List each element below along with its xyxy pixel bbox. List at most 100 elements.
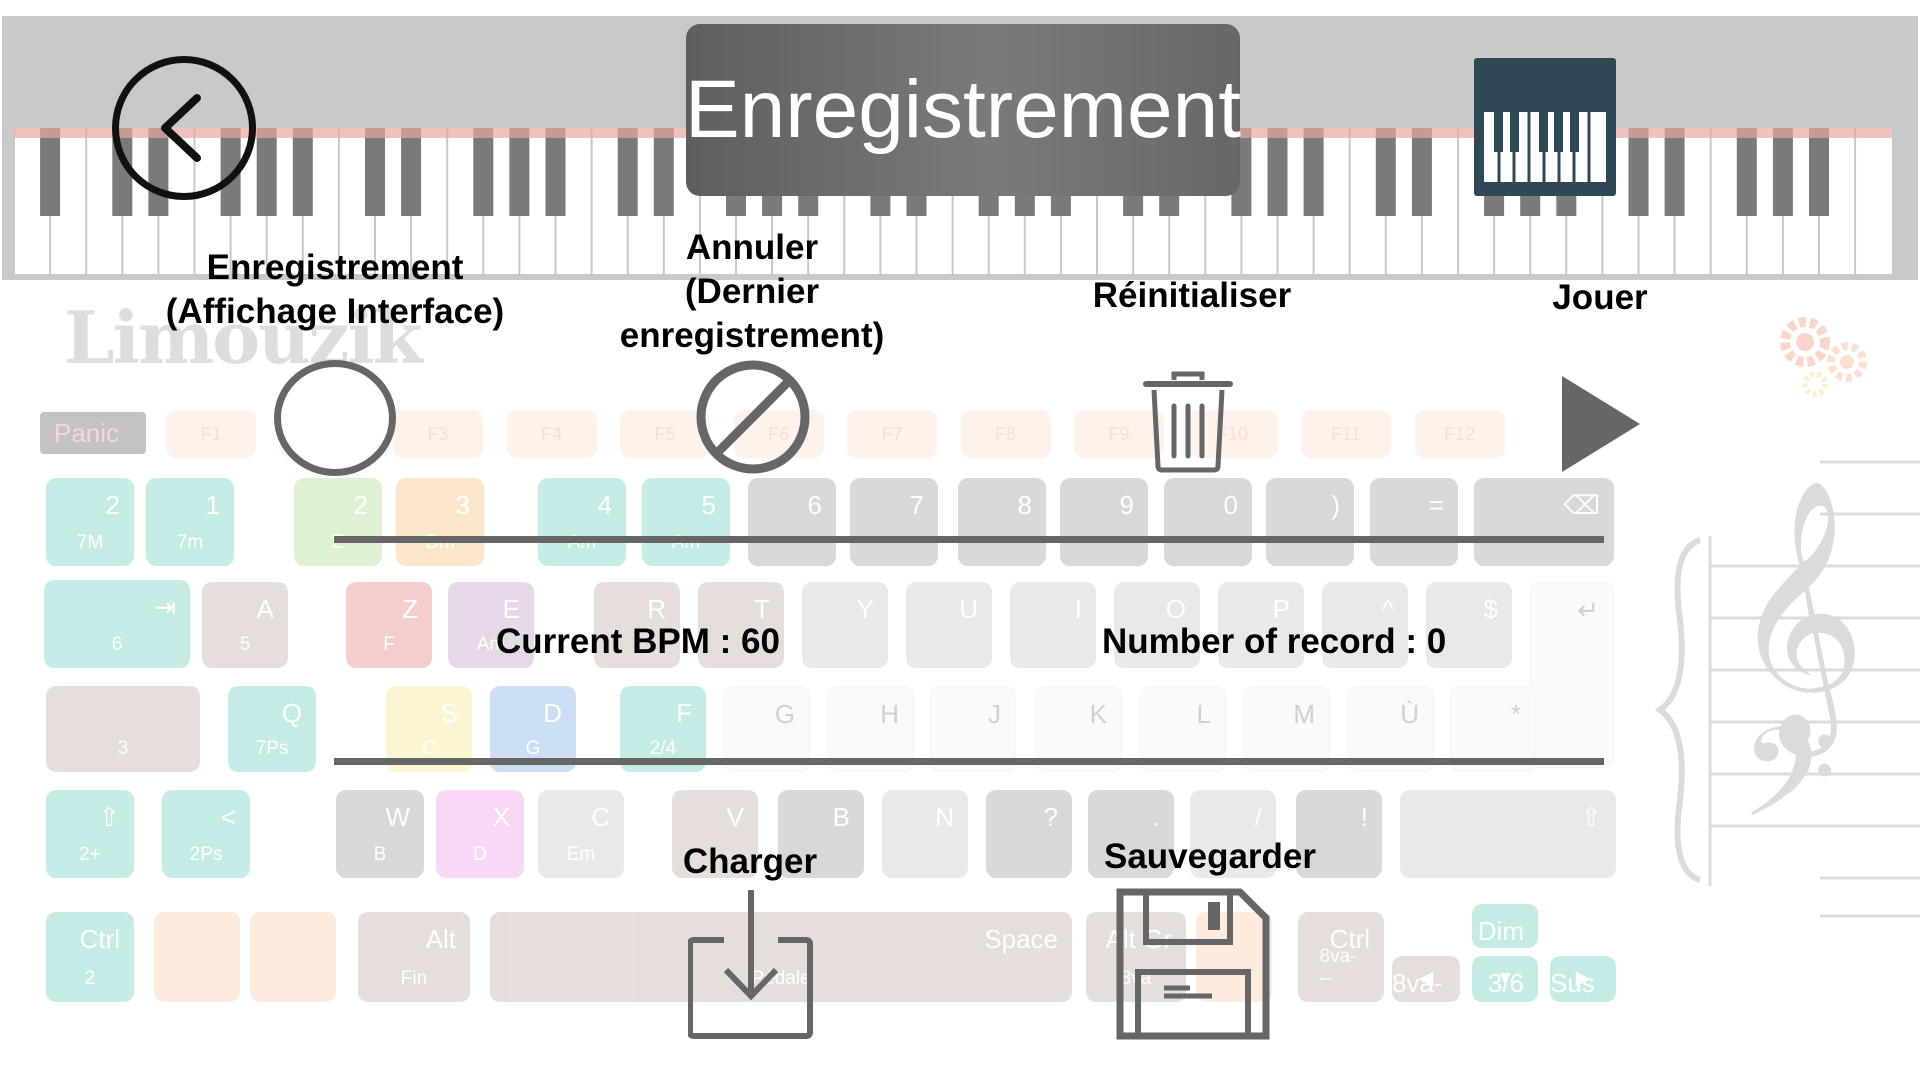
background-key: 8va--◀	[1392, 956, 1460, 1029]
background-key-sublabel: ▼	[1495, 968, 1515, 989]
background-key: 7	[850, 478, 938, 566]
background-key	[250, 912, 336, 1002]
background-key-label: G	[774, 699, 795, 729]
background-key-label: Q	[281, 698, 302, 728]
play-button[interactable]	[1560, 374, 1642, 474]
background-key-label: H	[880, 699, 899, 729]
background-function-key: F4	[506, 410, 597, 458]
save-button[interactable]	[1116, 888, 1270, 1040]
background-key-label: ↵	[1577, 595, 1599, 625]
background-key-label: )	[1331, 490, 1340, 520]
svg-text:𝄢: 𝄢	[1740, 702, 1836, 876]
background-key: 9	[1060, 478, 1148, 566]
piano-black-key	[1411, 128, 1432, 216]
background-key-label: ⇥	[154, 592, 176, 622]
background-key-label: Z	[402, 594, 418, 624]
background-key: J	[930, 686, 1016, 772]
background-key: =	[1370, 478, 1458, 566]
background-key: R	[594, 582, 680, 668]
background-key-label: 8	[1017, 490, 1032, 520]
reset-button[interactable]	[1140, 370, 1236, 474]
back-button[interactable]	[112, 56, 256, 200]
background-key: 3	[46, 686, 200, 772]
background-key: Dim	[1472, 904, 1538, 948]
background-key-label: 7	[909, 490, 924, 520]
background-key-label: 5	[701, 490, 716, 520]
background-key-label: D	[543, 698, 562, 728]
piano-black-key	[1772, 128, 1793, 216]
background-key-label: V	[726, 802, 744, 832]
background-key	[154, 912, 240, 1002]
background-function-key: F12	[1414, 410, 1505, 458]
background-key: 3/6▼	[1472, 956, 1538, 1002]
background-key: *	[1450, 686, 1536, 772]
piano-black-key	[1267, 128, 1288, 216]
background-key: ⇧2+	[46, 790, 134, 878]
background-function-key: F7	[847, 410, 937, 458]
background-key-label: Space	[984, 924, 1058, 954]
piano-black-key	[617, 128, 638, 216]
piano-black-key	[545, 128, 566, 216]
background-key: 4Am	[538, 478, 626, 566]
load-button[interactable]	[687, 890, 814, 1040]
background-key: U	[906, 582, 992, 668]
background-key-sublabel: G	[525, 738, 541, 759]
background-key-label: W	[385, 802, 410, 832]
piano-black-key	[401, 128, 422, 216]
background-key: Y	[802, 582, 888, 668]
piano-keyboard-icon	[1484, 112, 1606, 182]
background-function-key: F3	[393, 410, 483, 458]
background-key-sublabel: ◀	[1418, 968, 1434, 989]
background-key: ^	[1322, 582, 1408, 668]
background-function-key: F1	[166, 410, 256, 458]
record-button[interactable]	[274, 360, 396, 476]
background-key-sublabel: D	[473, 844, 487, 865]
background-key: /	[1190, 790, 1276, 878]
background-key-label: 9	[1119, 490, 1134, 520]
background-key: 8	[958, 478, 1046, 566]
background-key-label: ⇧	[98, 802, 120, 832]
background-key-label: X	[492, 802, 510, 832]
background-key-label: 3/6	[1487, 968, 1524, 998]
background-key-label: 0	[1223, 490, 1238, 520]
background-key: 3Dm	[396, 478, 484, 566]
background-key: I	[1010, 582, 1096, 668]
background-key: O	[1114, 582, 1200, 668]
background-key: M	[1244, 686, 1330, 772]
background-function-key: F11	[1301, 410, 1391, 458]
background-key-label: N	[935, 802, 954, 832]
background-key-label: B	[832, 802, 850, 832]
background-key-sublabel: 7M	[76, 532, 104, 553]
background-key: )	[1266, 478, 1354, 566]
background-key-label: 2	[353, 490, 368, 520]
background-function-key-label: F5	[654, 424, 676, 444]
piano-mode-button[interactable]	[1474, 58, 1616, 196]
background-key-sublabel: 7Ps	[255, 738, 289, 759]
background-key-label: $	[1483, 594, 1498, 624]
piano-black-key	[292, 128, 313, 216]
settings-gears-icon	[1780, 317, 1867, 397]
background-key-sublabel: Fin	[400, 968, 428, 989]
background-key-label: P	[1272, 594, 1290, 624]
background-key-label: ⇧	[1580, 802, 1602, 832]
cancel-last-record-button[interactable]	[694, 360, 812, 474]
piano-black-key	[1736, 128, 1757, 216]
background-key: 6	[748, 478, 836, 566]
background-key-label: .	[1152, 802, 1160, 832]
background-key: .	[1088, 790, 1174, 878]
background-key-label: C	[591, 802, 610, 832]
cancel-label-line2: (Dernier	[684, 272, 820, 311]
cancel-label: Annuler (Dernier enregistrement)	[602, 226, 902, 358]
music-staff-icon: 𝄞 𝄢	[1654, 460, 1920, 918]
background-key: K	[1036, 686, 1122, 772]
background-key-label: I	[1074, 594, 1082, 624]
background-key: H	[828, 686, 914, 772]
background-key-sublabel: 2Ps	[189, 844, 223, 865]
background-function-key-label: F6	[767, 424, 789, 444]
